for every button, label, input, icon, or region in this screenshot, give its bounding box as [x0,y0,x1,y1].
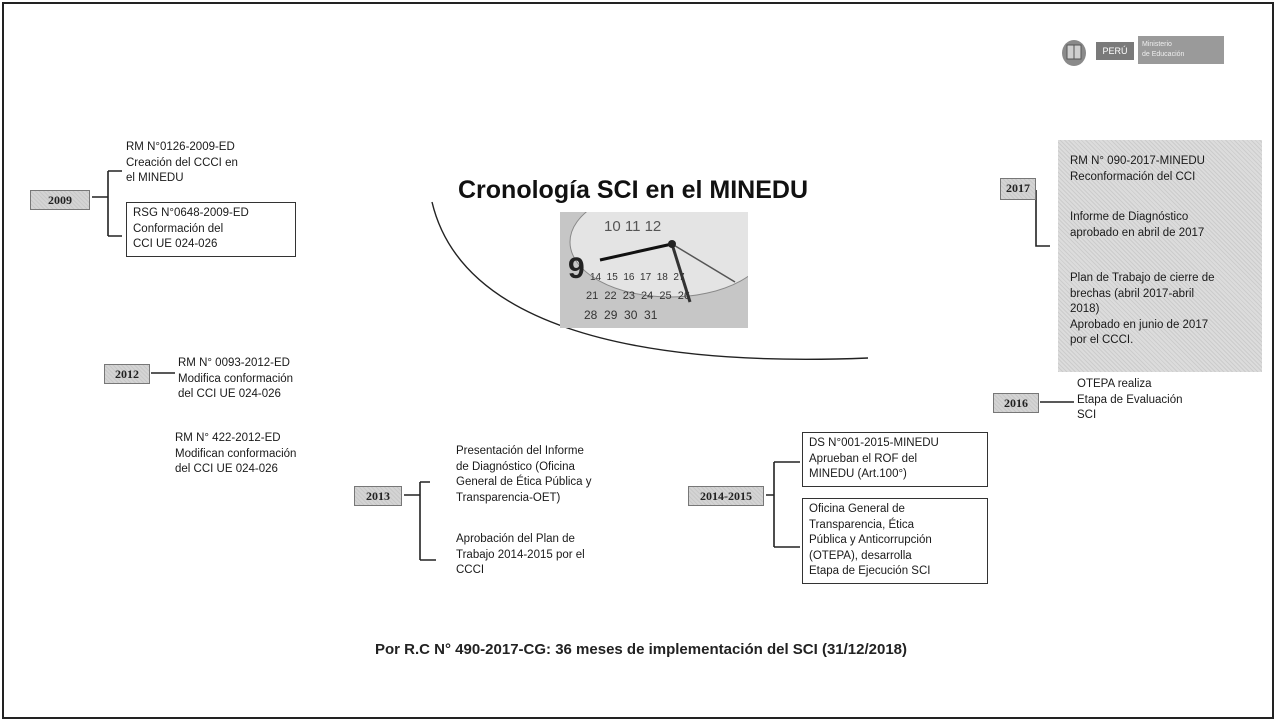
year-2009: 2009 [30,190,90,210]
ministry-logo-text: Ministerio de Educación [1138,36,1224,64]
clock-icon [569,212,748,303]
event-2017-reconformation: RM N° 090-2017-MINEDU Reconformación del… [1070,155,1205,183]
event-2009-creation: RM N°0126-2009-ED Creación del CCCI en e… [126,141,238,184]
event-2009-conformation: RSG N°0648-2009-ED Conformación del CCI … [126,202,296,257]
peru-logo: PERÚ [1096,42,1134,60]
footer-note: Por R.C N° 490-2017-CG: 36 meses de impl… [374,641,908,658]
event-2015-rof: DS N°001-2015-MINEDU Aprueban el ROF del… [802,432,988,487]
event-2017-panel [1058,140,1262,372]
year-2014-2015: 2014-2015 [688,486,764,506]
year-2012: 2012 [104,364,150,384]
calendar-row: 28 29 30 31 [584,308,658,322]
clock-numbers: 10 11 12 [604,218,662,235]
event-2013-workplan: Aprobación del Plan de Trabajo 2014-2015… [456,533,585,576]
clock-calendar-image: 10 11 12 9 14 15 16 17 18 27 21 22 23 24… [560,212,748,328]
event-2012-modification-2: RM N° 422-2012-ED Modifican conformación… [175,432,297,475]
year-2016: 2016 [993,393,1039,413]
coat-of-arms-icon [1062,40,1086,66]
event-2013-diagnosis: Presentación del Informe de Diagnóstico … [456,445,592,504]
event-2016-evaluation: OTEPA realiza Etapa de Evaluación SCI [1077,378,1183,421]
calendar-row: 21 22 23 24 25 26 [586,290,690,302]
decorative-arc [431,201,869,360]
page-title: Cronología SCI en el MINEDU [458,176,809,204]
event-2015-otepa: Oficina General de Transparencia, Ética … [802,498,988,584]
clock-nine: 9 [568,252,585,285]
event-2017-closure-plan: Plan de Trabajo de cierre de brechas (ab… [1070,272,1215,346]
year-2013: 2013 [354,486,402,506]
year-2017: 2017 [1000,178,1036,200]
slide-frame [2,2,1274,719]
event-2012-modification: RM N° 0093-2012-ED Modifica conformación… [178,357,294,400]
calendar-row: 14 15 16 17 18 27 [590,272,685,283]
event-2017-diagnosis: Informe de Diagnóstico aprobado en abril… [1070,211,1205,239]
